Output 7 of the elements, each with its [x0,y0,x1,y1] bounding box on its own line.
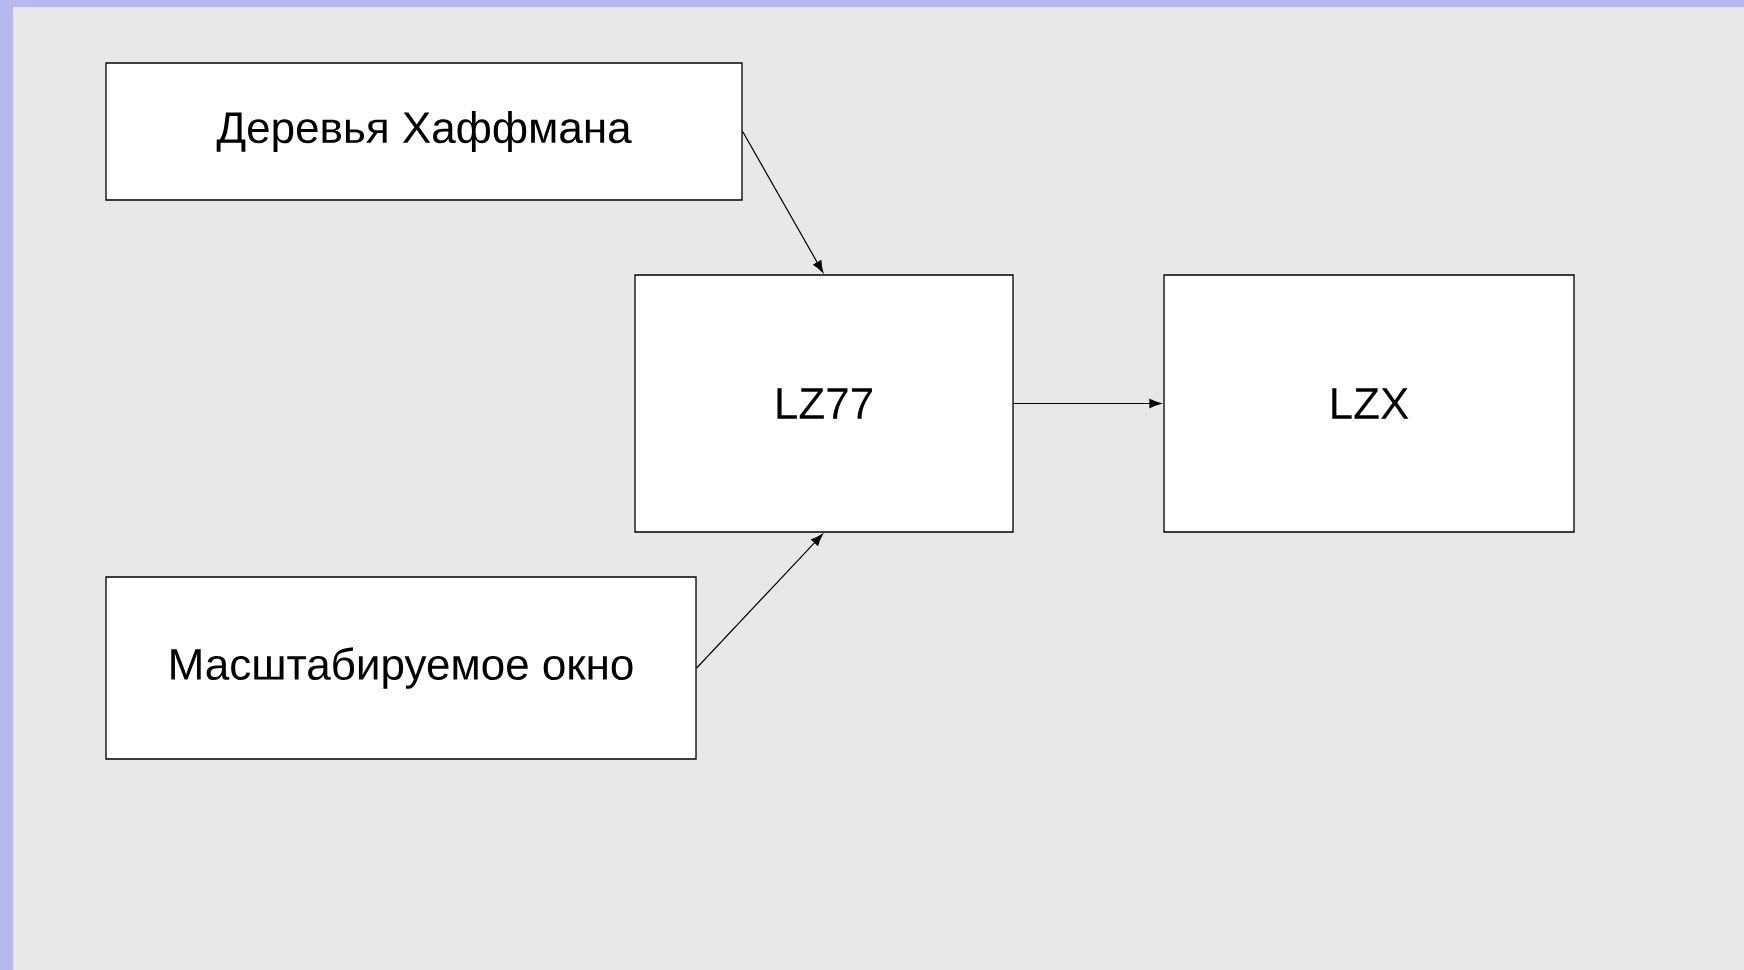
arrow [1013,398,1162,409]
arrow [742,130,824,273]
process-box: Деревья Хаффмана [105,62,743,201]
process-box: LZX [1163,274,1575,533]
arrow [696,533,823,669]
process-box: Масштабируемое окно [105,576,697,760]
process-box: LZ77 [634,274,1014,533]
